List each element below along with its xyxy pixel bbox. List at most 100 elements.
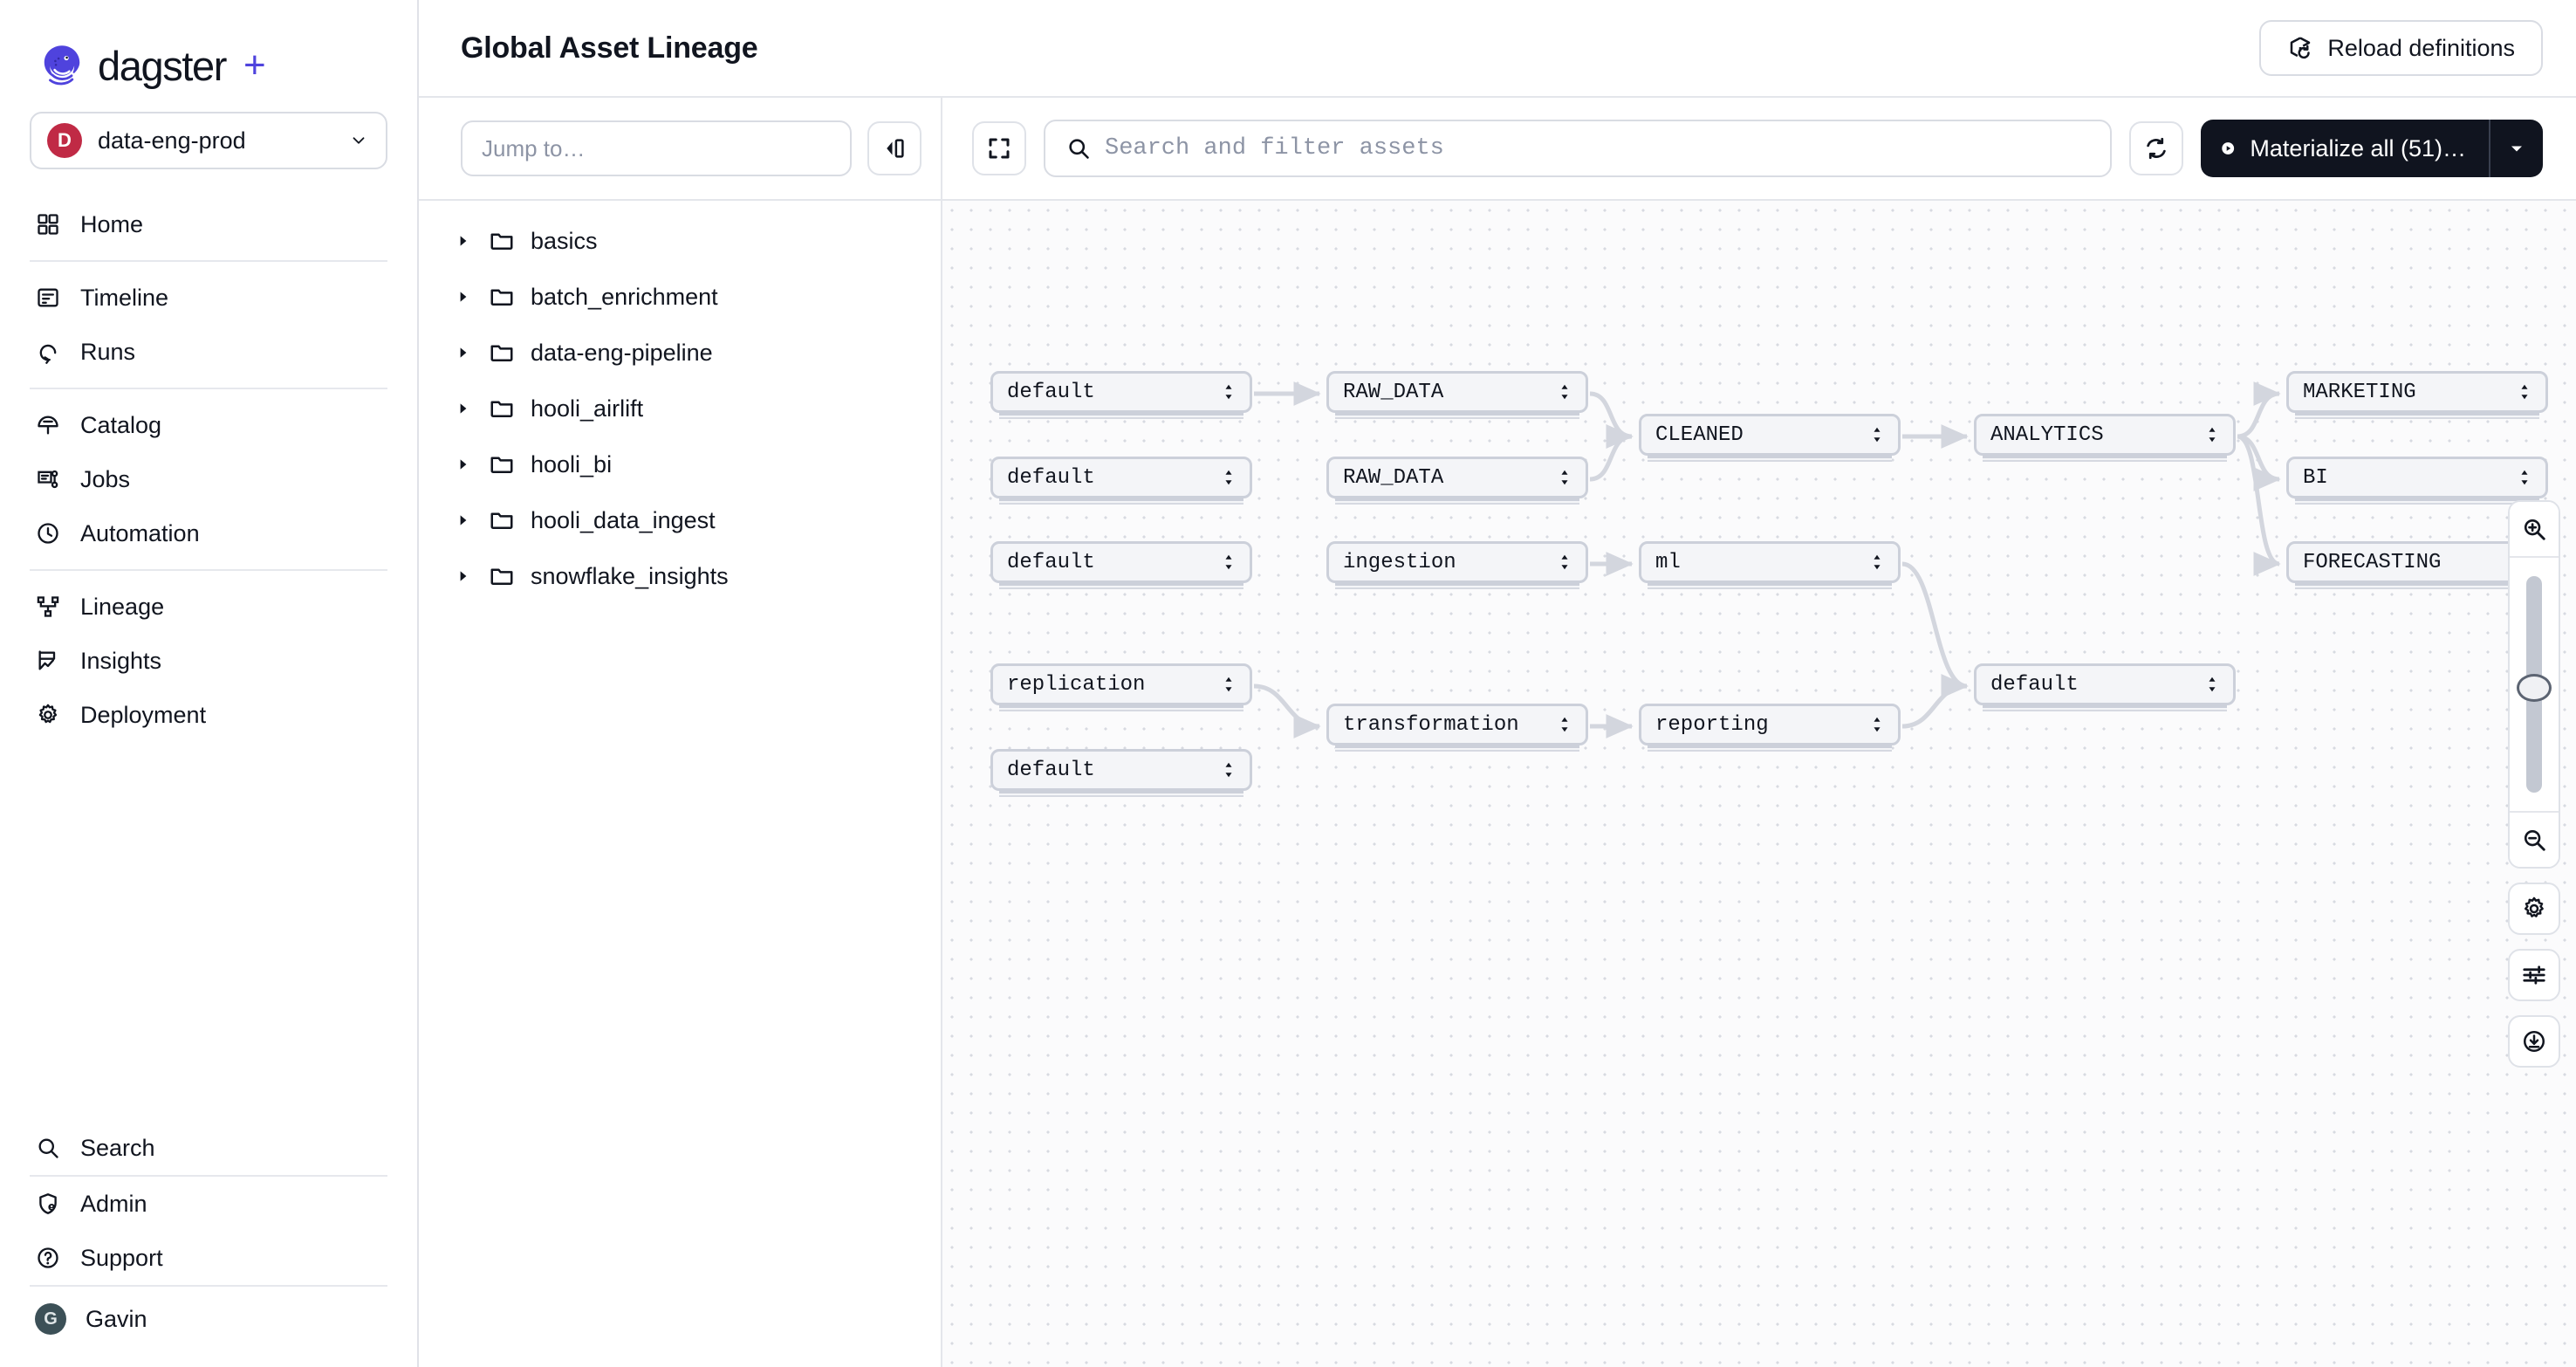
collapse-panel-button[interactable] xyxy=(867,121,921,175)
asset-group-node-label: default xyxy=(1007,759,1220,782)
chevron-right-icon[interactable] xyxy=(454,568,473,584)
graph-settings-button[interactable] xyxy=(2508,883,2560,935)
expand-collapse-icon[interactable] xyxy=(1868,715,1886,734)
org-selector[interactable]: D data-eng-prod xyxy=(30,112,387,169)
sidebar-item-automation[interactable]: Automation xyxy=(0,506,417,560)
sidebar-item-support[interactable]: Support xyxy=(0,1231,417,1285)
asset-search-box[interactable] xyxy=(1044,120,2112,177)
folder-icon xyxy=(489,340,515,366)
expand-collapse-icon[interactable] xyxy=(2203,675,2221,694)
zoom-out-button[interactable] xyxy=(2508,813,2560,867)
expand-collapse-icon[interactable] xyxy=(2516,382,2533,402)
sidebar-item-lineage[interactable]: Lineage xyxy=(0,580,417,634)
asset-group-node[interactable]: ANALYTICS xyxy=(1974,414,2236,456)
tree-row[interactable]: hooli_airlift xyxy=(419,381,941,436)
lineage-toolbar: Materialize all (51)… xyxy=(419,98,2576,201)
nav-group-runs: Timeline Runs xyxy=(0,262,417,388)
asset-group-node[interactable]: reporting xyxy=(1639,704,1901,745)
asset-group-node[interactable]: MARKETING xyxy=(2286,371,2548,413)
asset-group-node[interactable]: ingestion xyxy=(1326,541,1588,583)
chevron-right-icon[interactable] xyxy=(454,289,473,305)
asset-group-node[interactable]: ml xyxy=(1639,541,1901,583)
expand-collapse-icon[interactable] xyxy=(1220,675,1237,694)
asset-group-node[interactable]: default xyxy=(1974,663,2236,705)
expand-collapse-icon[interactable] xyxy=(1220,553,1237,572)
user-menu[interactable]: G Gavin xyxy=(0,1287,417,1351)
graph-filters-button[interactable] xyxy=(2508,949,2560,1001)
expand-collapse-icon[interactable] xyxy=(1220,382,1237,402)
expand-collapse-icon[interactable] xyxy=(1556,468,1573,487)
collapse-panel-icon xyxy=(881,135,908,161)
download-graph-button[interactable] xyxy=(2508,1015,2560,1068)
asset-group-node[interactable]: default xyxy=(990,541,1252,583)
zoom-in-button[interactable] xyxy=(2508,502,2560,556)
sidebar-item-label: Search xyxy=(80,1135,155,1162)
expand-collapse-icon[interactable] xyxy=(1868,553,1886,572)
materialize-all-label: Materialize all (51)… xyxy=(2250,135,2466,162)
tree-row[interactable]: hooli_bi xyxy=(419,436,941,492)
sidebar-item-search[interactable]: Search xyxy=(0,1121,417,1175)
sidebar-item-timeline[interactable]: Timeline xyxy=(0,271,417,325)
materialize-dropdown-button[interactable] xyxy=(2489,120,2543,177)
asset-group-node[interactable]: RAW_DATA xyxy=(1326,371,1588,413)
chevron-right-icon[interactable] xyxy=(454,457,473,472)
asset-group-node[interactable]: default xyxy=(990,749,1252,791)
expand-collapse-icon[interactable] xyxy=(1868,425,1886,444)
asset-group-node[interactable]: default xyxy=(990,371,1252,413)
expand-collapse-icon[interactable] xyxy=(1556,715,1573,734)
tree-row[interactable]: snowflake_insights xyxy=(419,548,941,604)
refresh-button[interactable] xyxy=(2129,121,2183,175)
lineage-icon xyxy=(35,594,61,620)
expand-collapse-icon[interactable] xyxy=(2516,468,2533,487)
reload-definitions-button[interactable]: Reload definitions xyxy=(2259,20,2543,76)
asset-group-node[interactable]: replication xyxy=(990,663,1252,705)
jump-to-input[interactable] xyxy=(461,120,852,176)
org-avatar: D xyxy=(47,123,82,158)
sidebar-item-catalog[interactable]: Catalog xyxy=(0,398,417,452)
expand-collapse-icon[interactable] xyxy=(1556,382,1573,402)
search-input[interactable] xyxy=(1105,135,2089,161)
tree-row[interactable]: hooli_data_ingest xyxy=(419,492,941,548)
sidebar-item-admin[interactable]: Admin xyxy=(0,1177,417,1231)
asset-group-node[interactable]: BI xyxy=(2286,457,2548,498)
fullscreen-icon xyxy=(986,135,1012,161)
chevron-right-icon[interactable] xyxy=(454,401,473,416)
asset-group-node-stack xyxy=(1335,498,1579,505)
fullscreen-button[interactable] xyxy=(972,121,1026,175)
play-icon xyxy=(2220,135,2236,161)
tree-row[interactable]: data-eng-pipeline xyxy=(419,325,941,381)
grid-icon xyxy=(35,211,61,237)
asset-group-node-label: ingestion xyxy=(1343,551,1556,574)
tree-row[interactable]: basics xyxy=(419,213,941,269)
zoom-slider-thumb[interactable] xyxy=(2517,674,2552,702)
sidebar-item-jobs[interactable]: Jobs xyxy=(0,452,417,506)
expand-collapse-icon[interactable] xyxy=(1556,553,1573,572)
asset-group-node-stack xyxy=(1648,745,1892,752)
asset-group-node[interactable]: RAW_DATA xyxy=(1326,457,1588,498)
asset-group-node-label: ANALYTICS xyxy=(1990,423,2203,447)
brand-logo-area[interactable]: dagster + xyxy=(0,0,417,98)
chevron-right-icon[interactable] xyxy=(454,345,473,361)
expand-collapse-icon[interactable] xyxy=(2203,425,2221,444)
tree-row[interactable]: batch_enrichment xyxy=(419,269,941,325)
materialize-all-button-group[interactable]: Materialize all (51)… xyxy=(2201,120,2543,177)
asset-group-node[interactable]: transformation xyxy=(1326,704,1588,745)
sidebar-item-home[interactable]: Home xyxy=(0,197,417,251)
asset-group-node[interactable]: default xyxy=(990,457,1252,498)
materialize-all-button[interactable]: Materialize all (51)… xyxy=(2201,120,2489,177)
lineage-edge xyxy=(1254,686,1319,726)
zoom-slider[interactable] xyxy=(2508,558,2560,811)
sidebar-item-deployment[interactable]: Deployment xyxy=(0,688,417,742)
sidebar-item-runs[interactable]: Runs xyxy=(0,325,417,379)
expand-collapse-icon[interactable] xyxy=(1220,760,1237,780)
lineage-graph-canvas[interactable]: defaultRAW_DATAdefaultRAW_DATACLEANEDANA… xyxy=(942,201,2576,1367)
sidebar-item-insights[interactable]: Insights xyxy=(0,634,417,688)
asset-group-node-label: reporting xyxy=(1655,713,1868,737)
org-name: data-eng-prod xyxy=(98,127,333,155)
asset-group-node-label: RAW_DATA xyxy=(1343,381,1556,404)
expand-collapse-icon[interactable] xyxy=(1220,468,1237,487)
chevron-right-icon[interactable] xyxy=(454,512,473,528)
asset-group-node[interactable]: CLEANED xyxy=(1639,414,1901,456)
asset-group-node-label: transformation xyxy=(1343,713,1556,737)
chevron-right-icon[interactable] xyxy=(454,233,473,249)
